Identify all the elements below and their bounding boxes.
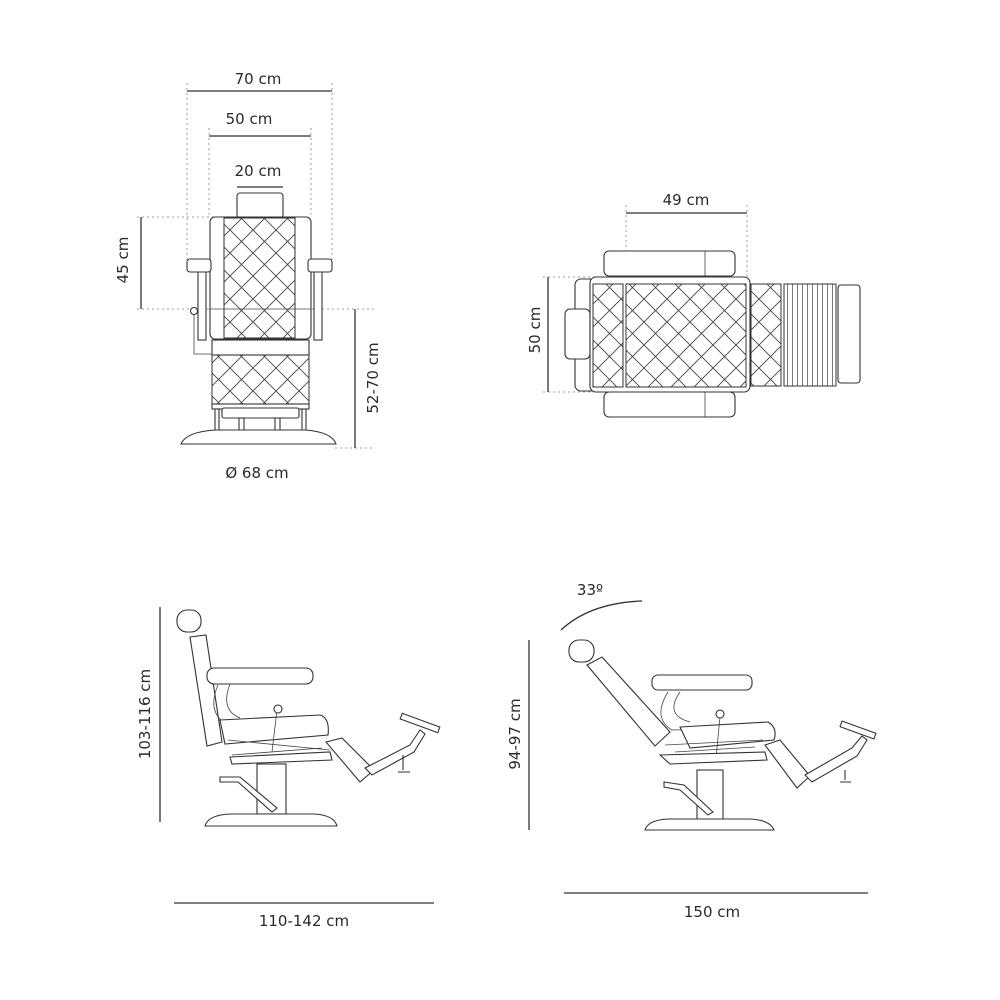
upright-chair-drawing: [176, 609, 441, 827]
upright-height-label: 103-116 cm: [136, 669, 154, 759]
base-diameter-label: Ø 68 cm: [225, 464, 288, 482]
backrest-height-label: 45 cm: [114, 237, 132, 284]
front-view: 70 cm 50 cm 20 cm 45 cm 52-70 cm Ø 68 cm: [114, 70, 382, 482]
top-chair-drawing: [564, 250, 861, 418]
overall-width-label: 70 cm: [235, 70, 282, 88]
upright-length-label: 110-142 cm: [259, 912, 349, 930]
side-view-reclined: 33º 94-97 cm 150 cm: [506, 581, 877, 921]
reclined-chair-drawing: [568, 639, 877, 831]
seat-width-label: 50 cm: [226, 110, 273, 128]
recline-angle-label: 33º: [577, 581, 603, 599]
front-chair-drawing: [180, 192, 337, 445]
recline-angle-arc: [560, 600, 643, 631]
reclined-height-label: 94-97 cm: [506, 698, 524, 769]
top-view: 49 cm 50 cm: [526, 191, 861, 418]
reclined-length-label: 150 cm: [684, 903, 740, 921]
front-guides: [137, 83, 375, 449]
headrest-width-label: 20 cm: [235, 162, 282, 180]
side-view-upright: 103-116 cm 110-142 cm: [136, 607, 441, 930]
top-depth-label: 49 cm: [663, 191, 710, 209]
seat-height-label: 52-70 cm: [364, 342, 382, 413]
top-width-label: 50 cm: [526, 307, 544, 354]
